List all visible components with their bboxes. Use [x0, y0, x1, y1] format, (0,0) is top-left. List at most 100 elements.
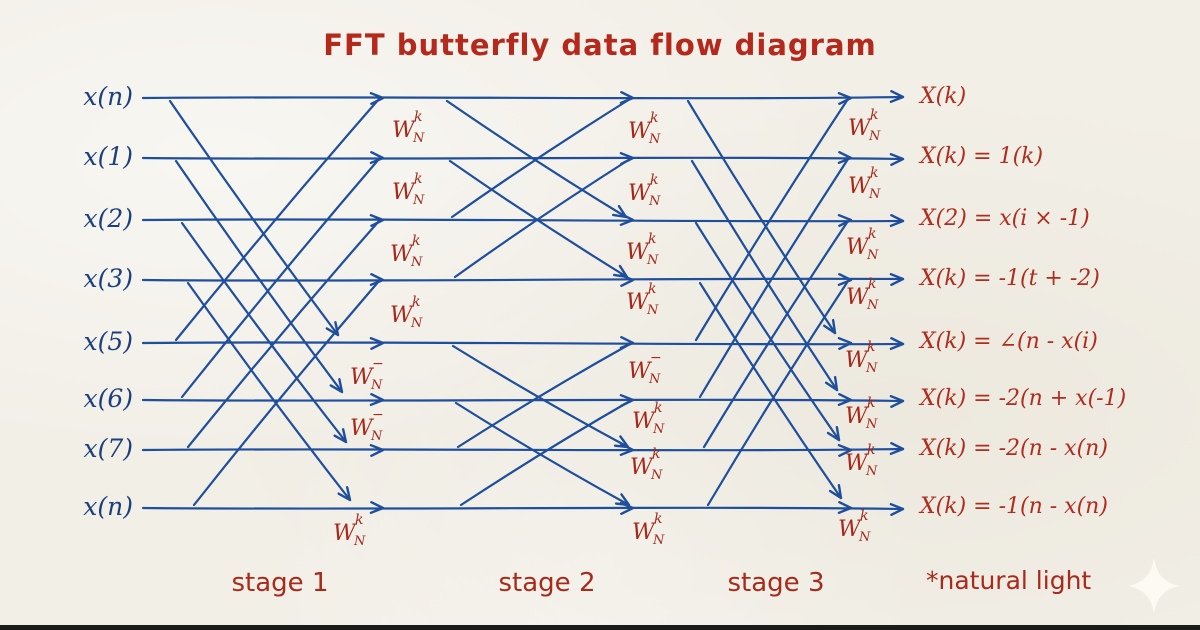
twiddle-superscript: k	[414, 171, 423, 187]
twiddle-superscript: k	[355, 512, 364, 528]
input-label-7: x(n)	[83, 492, 133, 521]
input-label-6: x(7)	[83, 434, 133, 463]
twiddle-base: W	[390, 242, 413, 267]
twiddle-subscript: N	[866, 417, 878, 432]
twiddle-base: W	[390, 303, 413, 328]
output-label-5: X(k) = -2(n + x(-1)	[920, 386, 1127, 411]
twiddle-base: W	[350, 416, 373, 441]
twiddle-subscript: N	[371, 378, 383, 393]
twiddle-superscript: k	[870, 165, 879, 181]
output-label-7: X(k) = -1(n - x(n)	[920, 494, 1108, 519]
twiddle-base: W	[848, 174, 871, 199]
output-label-1: X(k) = 1(k)	[920, 144, 1044, 169]
twiddle-subscript: N	[653, 533, 665, 548]
twiddle-superscript: k	[650, 110, 659, 126]
input-label-2: x(2)	[83, 204, 133, 233]
twiddle-base: W	[632, 409, 655, 434]
twiddle-superscript: k	[867, 395, 876, 411]
twiddle-base: W	[628, 359, 651, 384]
twiddle-subscript: N	[866, 361, 878, 376]
twiddle-subscript: N	[413, 193, 425, 208]
twiddle-label-stage1-4: W− N	[350, 356, 396, 395]
twiddle-base: W	[845, 451, 868, 476]
twiddle-subscript: N	[411, 316, 423, 331]
input-label-1: x(1)	[83, 142, 133, 171]
twiddle-subscript: N	[413, 131, 425, 146]
twiddle-superscript: k	[412, 233, 421, 249]
twiddle-base: W	[333, 521, 356, 546]
input-label-4: x(5)	[83, 327, 133, 356]
twiddle-subscript: N	[867, 298, 879, 313]
twiddle-superscript: k	[867, 339, 876, 355]
stage-label-1: stage 1	[231, 568, 329, 598]
input-label-3: x(3)	[83, 264, 133, 293]
twiddle-base: W	[628, 181, 651, 206]
footer-bar	[0, 625, 1200, 630]
stage-label-3: stage 3	[727, 568, 825, 598]
twiddle-subscript: N	[869, 129, 881, 144]
input-label-0: x(n)	[83, 82, 133, 111]
twiddle-superscript: k	[650, 172, 659, 188]
twiddle-subscript: N	[649, 132, 661, 147]
twiddle-superscript: −	[372, 407, 384, 423]
twiddle-base: W	[626, 240, 649, 265]
twiddle-superscript: k	[648, 231, 657, 247]
twiddle-subscript: N	[354, 534, 366, 549]
twiddle-superscript: k	[654, 511, 663, 527]
twiddle-superscript: k	[654, 400, 663, 416]
output-label-4: X(k) = ∠(n - x(i)	[920, 329, 1098, 354]
twiddle-subscript: N	[649, 372, 661, 387]
output-label-3: X(k) = -1(t + -2)	[920, 266, 1100, 291]
twiddle-subscript: N	[869, 187, 881, 202]
twiddle-base: W	[846, 285, 869, 310]
twiddle-label-stage2-4: W− N	[628, 350, 674, 389]
twiddle-base: W	[626, 290, 649, 315]
twiddle-superscript: −	[372, 356, 384, 372]
twiddle-base: W	[630, 455, 653, 480]
twiddle-subscript: N	[653, 422, 665, 437]
sparkle-icon	[1128, 558, 1180, 614]
diagram-title: FFT butterfly data flow diagram	[323, 28, 877, 62]
twiddle-subscript: N	[647, 303, 659, 318]
twiddle-base: W	[350, 365, 373, 390]
twiddle-superscript: −	[650, 350, 662, 366]
twiddle-base: W	[632, 520, 655, 545]
natural-light-note: *natural light	[926, 566, 1092, 595]
twiddle-superscript: k	[414, 109, 423, 125]
output-label-6: X(k) = -2(n - x(n)	[920, 436, 1108, 461]
twiddle-base: W	[392, 118, 415, 143]
twiddle-superscript: k	[652, 446, 661, 462]
twiddle-base: W	[845, 404, 868, 429]
input-label-5: x(6)	[83, 384, 133, 413]
twiddle-superscript: k	[868, 276, 877, 292]
twiddle-subscript: N	[859, 530, 871, 545]
twiddle-base: W	[838, 517, 861, 542]
twiddle-base: W	[628, 119, 651, 144]
twiddle-subscript: N	[649, 194, 661, 209]
twiddle-base: W	[392, 180, 415, 205]
twiddle-superscript: k	[860, 508, 869, 524]
twiddle-base: W	[848, 116, 871, 141]
twiddle-superscript: k	[870, 107, 879, 123]
twiddle-subscript: N	[867, 248, 879, 263]
twiddle-base: W	[845, 348, 868, 373]
stage-label-2: stage 2	[498, 568, 596, 598]
